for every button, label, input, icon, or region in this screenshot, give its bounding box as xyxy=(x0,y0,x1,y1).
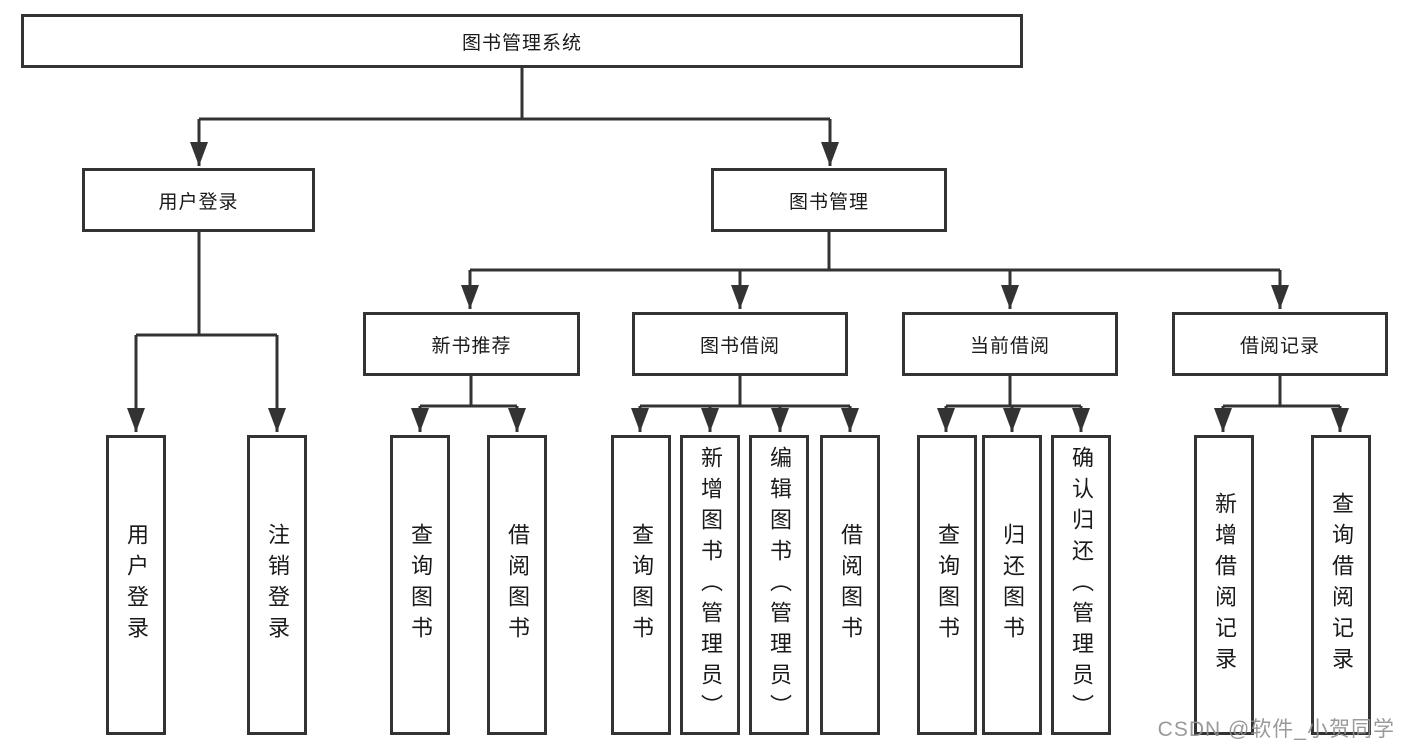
node-borrowing-records-label: 借阅记录 xyxy=(1239,335,1320,357)
leaf-logout-login-label: 注销登录 xyxy=(265,523,290,647)
connector-userlogin-to-leaves xyxy=(127,232,286,432)
connector-bookborrow-to-leaves xyxy=(631,376,859,432)
leaf-return-books: 归还图书 xyxy=(982,435,1042,735)
node-user-login-label: 用户登录 xyxy=(158,191,239,213)
leaf-add-borrow-record: 新增借阅记录 xyxy=(1194,435,1254,735)
leaf-user-login: 用户登录 xyxy=(106,435,166,735)
leaf-borrow-books-recommend: 借阅图书 xyxy=(487,435,547,735)
node-current-borrowing-label: 当前借阅 xyxy=(969,335,1050,357)
node-book-management-label: 图书管理 xyxy=(788,191,869,213)
leaf-query-borrow-record-label: 查询借阅记录 xyxy=(1329,492,1354,678)
leaf-return-books-label: 归还图书 xyxy=(1000,523,1025,647)
leaf-add-borrow-record-label: 新增借阅记录 xyxy=(1212,492,1237,678)
connector-borrowrecords-to-leaves xyxy=(1214,376,1349,432)
node-book-borrowing: 图书借阅 xyxy=(632,312,848,376)
node-library-system: 图书管理系统 xyxy=(21,14,1023,68)
leaf-query-books-borrowing-label: 查询图书 xyxy=(629,523,654,647)
node-book-borrowing-label: 图书借阅 xyxy=(699,335,780,357)
leaf-logout-login: 注销登录 xyxy=(247,435,307,735)
leaf-confirm-return-admin-label: 确认归还（管理员） xyxy=(1069,445,1094,725)
leaf-confirm-return-admin: 确认归还（管理员） xyxy=(1051,435,1111,735)
connector-currentborrow-to-leaves xyxy=(937,376,1090,432)
connector-bookmgmt-to-level3 xyxy=(461,232,1289,309)
node-new-book-recommend-label: 新书推荐 xyxy=(431,335,512,357)
leaf-borrow-books-borrowing: 借阅图书 xyxy=(820,435,880,735)
connector-root-to-level2 xyxy=(190,68,839,166)
watermark: CSDN @软件_小贺同学 xyxy=(1157,718,1395,741)
node-book-management: 图书管理 xyxy=(711,168,947,232)
leaf-add-book-admin: 新增图书（管理员） xyxy=(680,435,740,735)
leaf-query-borrow-record: 查询借阅记录 xyxy=(1311,435,1371,735)
connector-newbookrec-to-leaves xyxy=(411,376,526,432)
leaf-edit-book-admin-label: 编辑图书（管理员） xyxy=(767,445,792,725)
leaf-borrow-books-borrowing-label: 借阅图书 xyxy=(838,523,863,647)
leaf-query-books-current: 查询图书 xyxy=(917,435,977,735)
node-borrowing-records: 借阅记录 xyxy=(1172,312,1388,376)
leaf-query-books-borrowing: 查询图书 xyxy=(611,435,671,735)
node-library-system-label: 图书管理系统 xyxy=(461,32,582,54)
leaf-query-books-recommend: 查询图书 xyxy=(390,435,450,735)
node-current-borrowing: 当前借阅 xyxy=(902,312,1118,376)
node-user-login: 用户登录 xyxy=(82,168,315,232)
leaf-add-book-admin-label: 新增图书（管理员） xyxy=(698,445,723,725)
leaf-user-login-label: 用户登录 xyxy=(124,523,149,647)
leaf-edit-book-admin: 编辑图书（管理员） xyxy=(749,435,809,735)
leaf-query-books-current-label: 查询图书 xyxy=(935,523,960,647)
node-new-book-recommend: 新书推荐 xyxy=(363,312,580,376)
leaf-query-books-recommend-label: 查询图书 xyxy=(408,523,433,647)
leaf-borrow-books-recommend-label: 借阅图书 xyxy=(505,523,530,647)
